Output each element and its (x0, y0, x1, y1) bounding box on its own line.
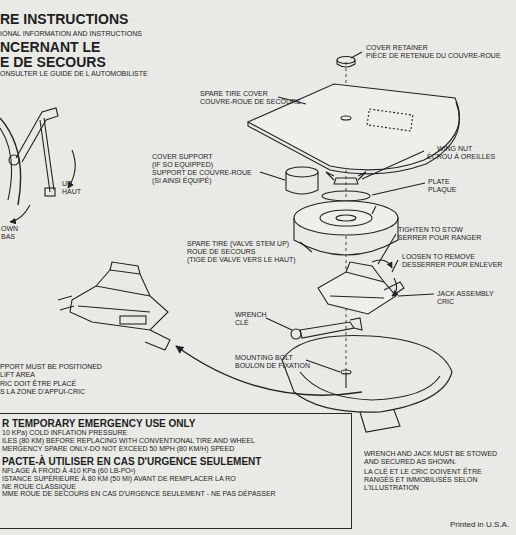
part-label: LA CLÉ ET LE CRIC DOIVENT ÊTRE (364, 468, 482, 475)
part-label: COVER SUPPORT (152, 153, 213, 160)
part-label: (SI AINSI ÉQUIPÉ) (152, 177, 212, 184)
warning-box: R TEMPORARY EMERGENCY USE ONLY10 KPa) CO… (0, 413, 352, 529)
box-line: 10 KPa) COLD INFLATION PRESSURE (2, 429, 347, 437)
part-label: TIGHTEN TO STOW (398, 226, 463, 233)
box-heading: R TEMPORARY EMERGENCY USE ONLY (2, 418, 347, 429)
part-label: COVER RETAINER (366, 44, 428, 51)
part-label: PPORT MUST BE POSITIONED (0, 363, 102, 370)
box-line: ISTANCE SUPÉRIEURE À 80 KM (50 MI) AVANT… (2, 475, 347, 483)
part-label: UP (62, 180, 72, 187)
part-label: PLAQUE (428, 186, 456, 193)
part-label: JACK ASSEMBLY (437, 290, 494, 297)
box-line: NFLAGE À FROID À 410 KPa (60 LB-PO²) (2, 467, 347, 475)
part-label: PIÈCE DE RETENUE DU COUVRE-ROUE (366, 52, 501, 59)
part-label: RIC DOIT ÊTRE PLACÉ (0, 380, 76, 387)
part-label: BOULON DE FIXATION (235, 362, 310, 369)
part-label: ROUE DE SECOURS (187, 248, 255, 255)
part-label: WRENCH AND JACK MUST BE STOWED (364, 450, 497, 457)
part-label: MOUNTING BOLT (235, 354, 293, 361)
part-label: AND SECURED AS SHOWN. (364, 458, 457, 465)
part-label: LIFT AREA (0, 371, 35, 378)
print-note: Printed in U.S.A. (450, 521, 509, 529)
part-label: ÉCROU À OREILLES (427, 153, 495, 160)
part-label: PLATE (428, 178, 450, 185)
part-label: L'ILLUSTRATION (364, 484, 419, 491)
part-label: SPARE TIRE COVER (200, 90, 268, 97)
part-label: OWN (1, 225, 18, 232)
part-label: BAS (1, 233, 15, 240)
part-label: SUPPORT DE COUVRE-ROUE (152, 169, 252, 176)
part-label: LOOSEN TO REMOVE (402, 253, 475, 260)
part-label: RANGÉS ET IMMOBILISÉS SELON (364, 476, 477, 483)
part-label: COUVRE-ROUE DE SECOURS (200, 98, 301, 105)
part-label: WING NUT (437, 145, 472, 152)
box-heading: PACTE-À UTILISER EN CAS D'URGENCE SEULEM… (2, 456, 347, 467)
part-label: ONSULTER LE GUIDE DE L AUTOMOBILISTE (0, 70, 148, 77)
part-label: CRIC (437, 298, 454, 305)
part-label: NCERNANT LE (0, 40, 100, 54)
box-line: MME ROUE DE SECOURS EN CAS D'URGENCE SEU… (2, 490, 347, 498)
part-label: S LA ZONE D'APPUI-CRIC (0, 388, 85, 395)
part-label: SPARE TIRE (VALVE STEM UP) (187, 240, 289, 247)
part-label: DESSERRER POUR ENLEVER (402, 261, 502, 268)
box-line: NE ROUE CLASSIQUE (2, 483, 347, 491)
part-label: CLÉ (235, 319, 249, 326)
part-label: E DE SECOURS (0, 55, 106, 69)
box-line: MERGENCY SPARE ONLY-DO NOT EXCEED 50 MPH… (2, 445, 347, 453)
box-line: ILES (80 KM) BEFORE REPLACING WITH CONVE… (2, 437, 347, 445)
title-text: RE INSTRUCTIONS (0, 12, 128, 26)
part-label: HAUT (62, 188, 81, 195)
part-label: (IF SO EQUIPPED) (152, 161, 213, 168)
part-label: (TIGE DE VALVE VERS LE HAUT) (187, 256, 296, 263)
part-label: WRENCH (235, 311, 267, 318)
part-label: IONAL INFORMATION AND INSTRUCTIONS (0, 30, 142, 37)
part-label: SERRER POUR RANGER (398, 234, 481, 241)
